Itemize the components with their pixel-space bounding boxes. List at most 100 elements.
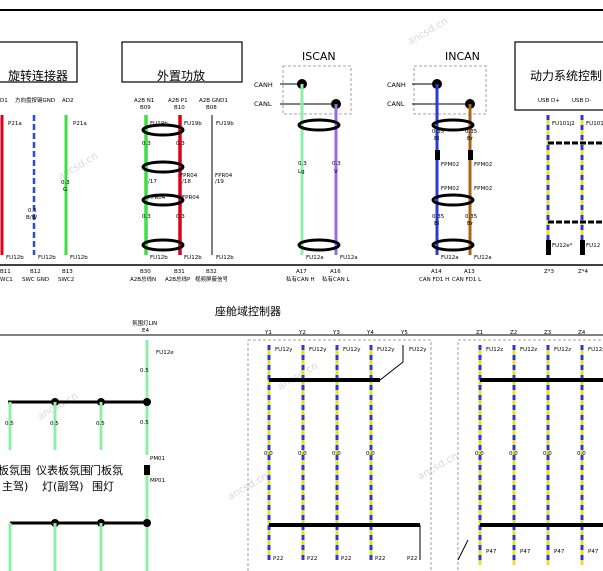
y-gauge: 0.0	[264, 451, 273, 457]
mp01: MP01	[150, 478, 165, 484]
p47: P47	[486, 549, 497, 555]
incan-pin-2: A13	[464, 269, 475, 275]
rotary-fuse-b2: FU12b	[38, 255, 56, 261]
incan-canh: CANH	[387, 81, 406, 89]
amp-bfuse-3: FU12b	[216, 255, 234, 261]
lamp-label-3-a: 门板氛	[90, 463, 123, 477]
iscan-canl: CANL	[254, 100, 272, 108]
module-incan: INCAN CANH CANL 0.35 Bl 0.35 Br FPM02 FP…	[387, 50, 492, 283]
amp-fuse-3: FU19b	[216, 121, 234, 127]
z-gauge: 0.0	[577, 451, 586, 457]
z-fuse: FU12z	[554, 347, 571, 353]
y-gauge: 0.0	[332, 451, 341, 457]
watermark: ancsd.cn	[36, 391, 80, 423]
incan-twist-2	[431, 193, 475, 207]
amp-mid-2: FPR04	[215, 173, 233, 179]
rotary-label-1: WC1	[0, 277, 13, 283]
incan-fpm-1: FPM02	[441, 162, 459, 168]
rotary-color2: G	[63, 187, 67, 193]
lamp-label-3-b: 围灯	[92, 480, 114, 493]
incan-box	[413, 65, 487, 115]
amp-twist-2	[141, 160, 185, 174]
module-rotary: 旋转连接器 D1 方向盘按键GND AD2 P21a P21a 0.5 B/W …	[0, 41, 88, 283]
watermark: ancsd.cn	[406, 16, 450, 48]
amp-bpin-1: B30	[140, 269, 151, 275]
z2: Z2	[510, 330, 517, 336]
y5: Y5	[400, 330, 408, 336]
incan-splice	[435, 150, 440, 160]
watermark: ancsd.cn	[276, 361, 320, 393]
amp-pin-p1: A2B P1	[168, 98, 188, 104]
rotary-pin-gnd: 方向盘按键GND	[15, 96, 55, 104]
incan-color-h: Bl	[434, 136, 440, 142]
incan-fuse: FU12a	[441, 255, 459, 261]
p22: P22	[341, 556, 351, 562]
rotary-color: B/W	[26, 215, 38, 221]
lin-gauge: 0.5	[96, 421, 105, 427]
amp-pin-n1: A2B N1	[134, 98, 154, 104]
z-fuse: FU12z	[520, 347, 537, 353]
rotary-pin-b13: B13	[62, 269, 73, 275]
rotary-pin-b12: B12	[30, 269, 41, 275]
rotary-label-2: SWC GND	[22, 277, 49, 283]
cabin-fuse: FU12e	[156, 350, 174, 356]
rotary-pin-d1: D1	[0, 98, 8, 104]
y-gauge: 0.0	[366, 451, 375, 457]
lamp-label-1-a: 板氛围	[0, 463, 31, 477]
y-wires	[267, 345, 421, 560]
z-gauge: 0.0	[543, 451, 552, 457]
amp-pin-gnd1: A2B GND1	[199, 98, 228, 104]
incan-gauge: 0.35	[432, 129, 445, 135]
amp-blabel-2: A2B总线P	[165, 275, 191, 283]
amp-box	[121, 41, 243, 83]
incan-color-l: Br	[467, 221, 474, 227]
iscan-gauge: 0.3	[332, 161, 341, 167]
power-bpin-1: Z*3	[544, 269, 555, 275]
iscan-canh: CANH	[254, 81, 273, 89]
rotary-label-3: SWC2	[58, 277, 74, 283]
y-fuse: FU12y	[343, 347, 361, 353]
cabin-title: 座舱域控制器	[215, 304, 281, 318]
iscan-fuse: FU12a	[306, 255, 324, 261]
lin-gauge: 0.5	[50, 421, 59, 427]
incan-label-2: CAN FD1 L	[452, 277, 482, 283]
incan-twist-3	[431, 238, 475, 252]
iscan-pin-2: A16	[330, 269, 341, 275]
incan-canl: CANL	[387, 100, 405, 108]
y3: Y3	[332, 330, 340, 336]
amp-fuse-2: FU19b	[184, 121, 202, 127]
power-bottom-1: FU12e*	[552, 243, 573, 249]
incan-splice	[468, 150, 473, 160]
incan-pin-1: A14	[431, 269, 442, 275]
p22: P22	[375, 556, 385, 562]
watermark: ancsd.cn	[56, 151, 100, 183]
amp-bpin-3: B32	[206, 269, 217, 275]
rotary-title: 旋转连接器	[8, 68, 68, 83]
incan-gauge: 0.35	[465, 129, 478, 135]
power-title: 动力系统控制	[530, 69, 602, 83]
rotary-fuse: P21a	[8, 121, 22, 127]
power-box	[514, 41, 603, 111]
iscan-twist-1	[297, 118, 341, 132]
incan-fuse: FU12a	[474, 255, 492, 261]
cabin-domain: 座舱域控制器 氛围灯LIN E4 FU12e 0.5 0.5 0.5 0.5 0…	[0, 304, 603, 571]
rotary-pin-ad2: AD2	[62, 98, 74, 104]
z-gauge: 0.0	[509, 451, 518, 457]
y2: Y2	[298, 330, 306, 336]
lamp-label-2-a: 仪表板氛围	[36, 463, 91, 477]
incan-gauge: 0.35	[432, 214, 445, 220]
power-bpin-2: Z*4	[578, 269, 589, 275]
p47: P47	[554, 549, 565, 555]
amp-mnum-2: /18	[182, 179, 191, 185]
incan-twist-1	[431, 118, 475, 132]
rotary-fuse-b1: FU12b	[6, 255, 24, 261]
lamp-label-1-b: 主驾)	[2, 480, 28, 493]
z3: Z3	[544, 330, 552, 336]
rotary-gauge: 0.5	[28, 208, 37, 214]
p47: P47	[520, 549, 531, 555]
power-pin-dm: USB D-	[572, 98, 591, 104]
y-fuse: FU12y	[309, 347, 327, 353]
amp-mid-4: FPR04	[182, 195, 200, 201]
p22: P22	[307, 556, 317, 562]
amp-gauge: 0.3	[142, 214, 151, 220]
